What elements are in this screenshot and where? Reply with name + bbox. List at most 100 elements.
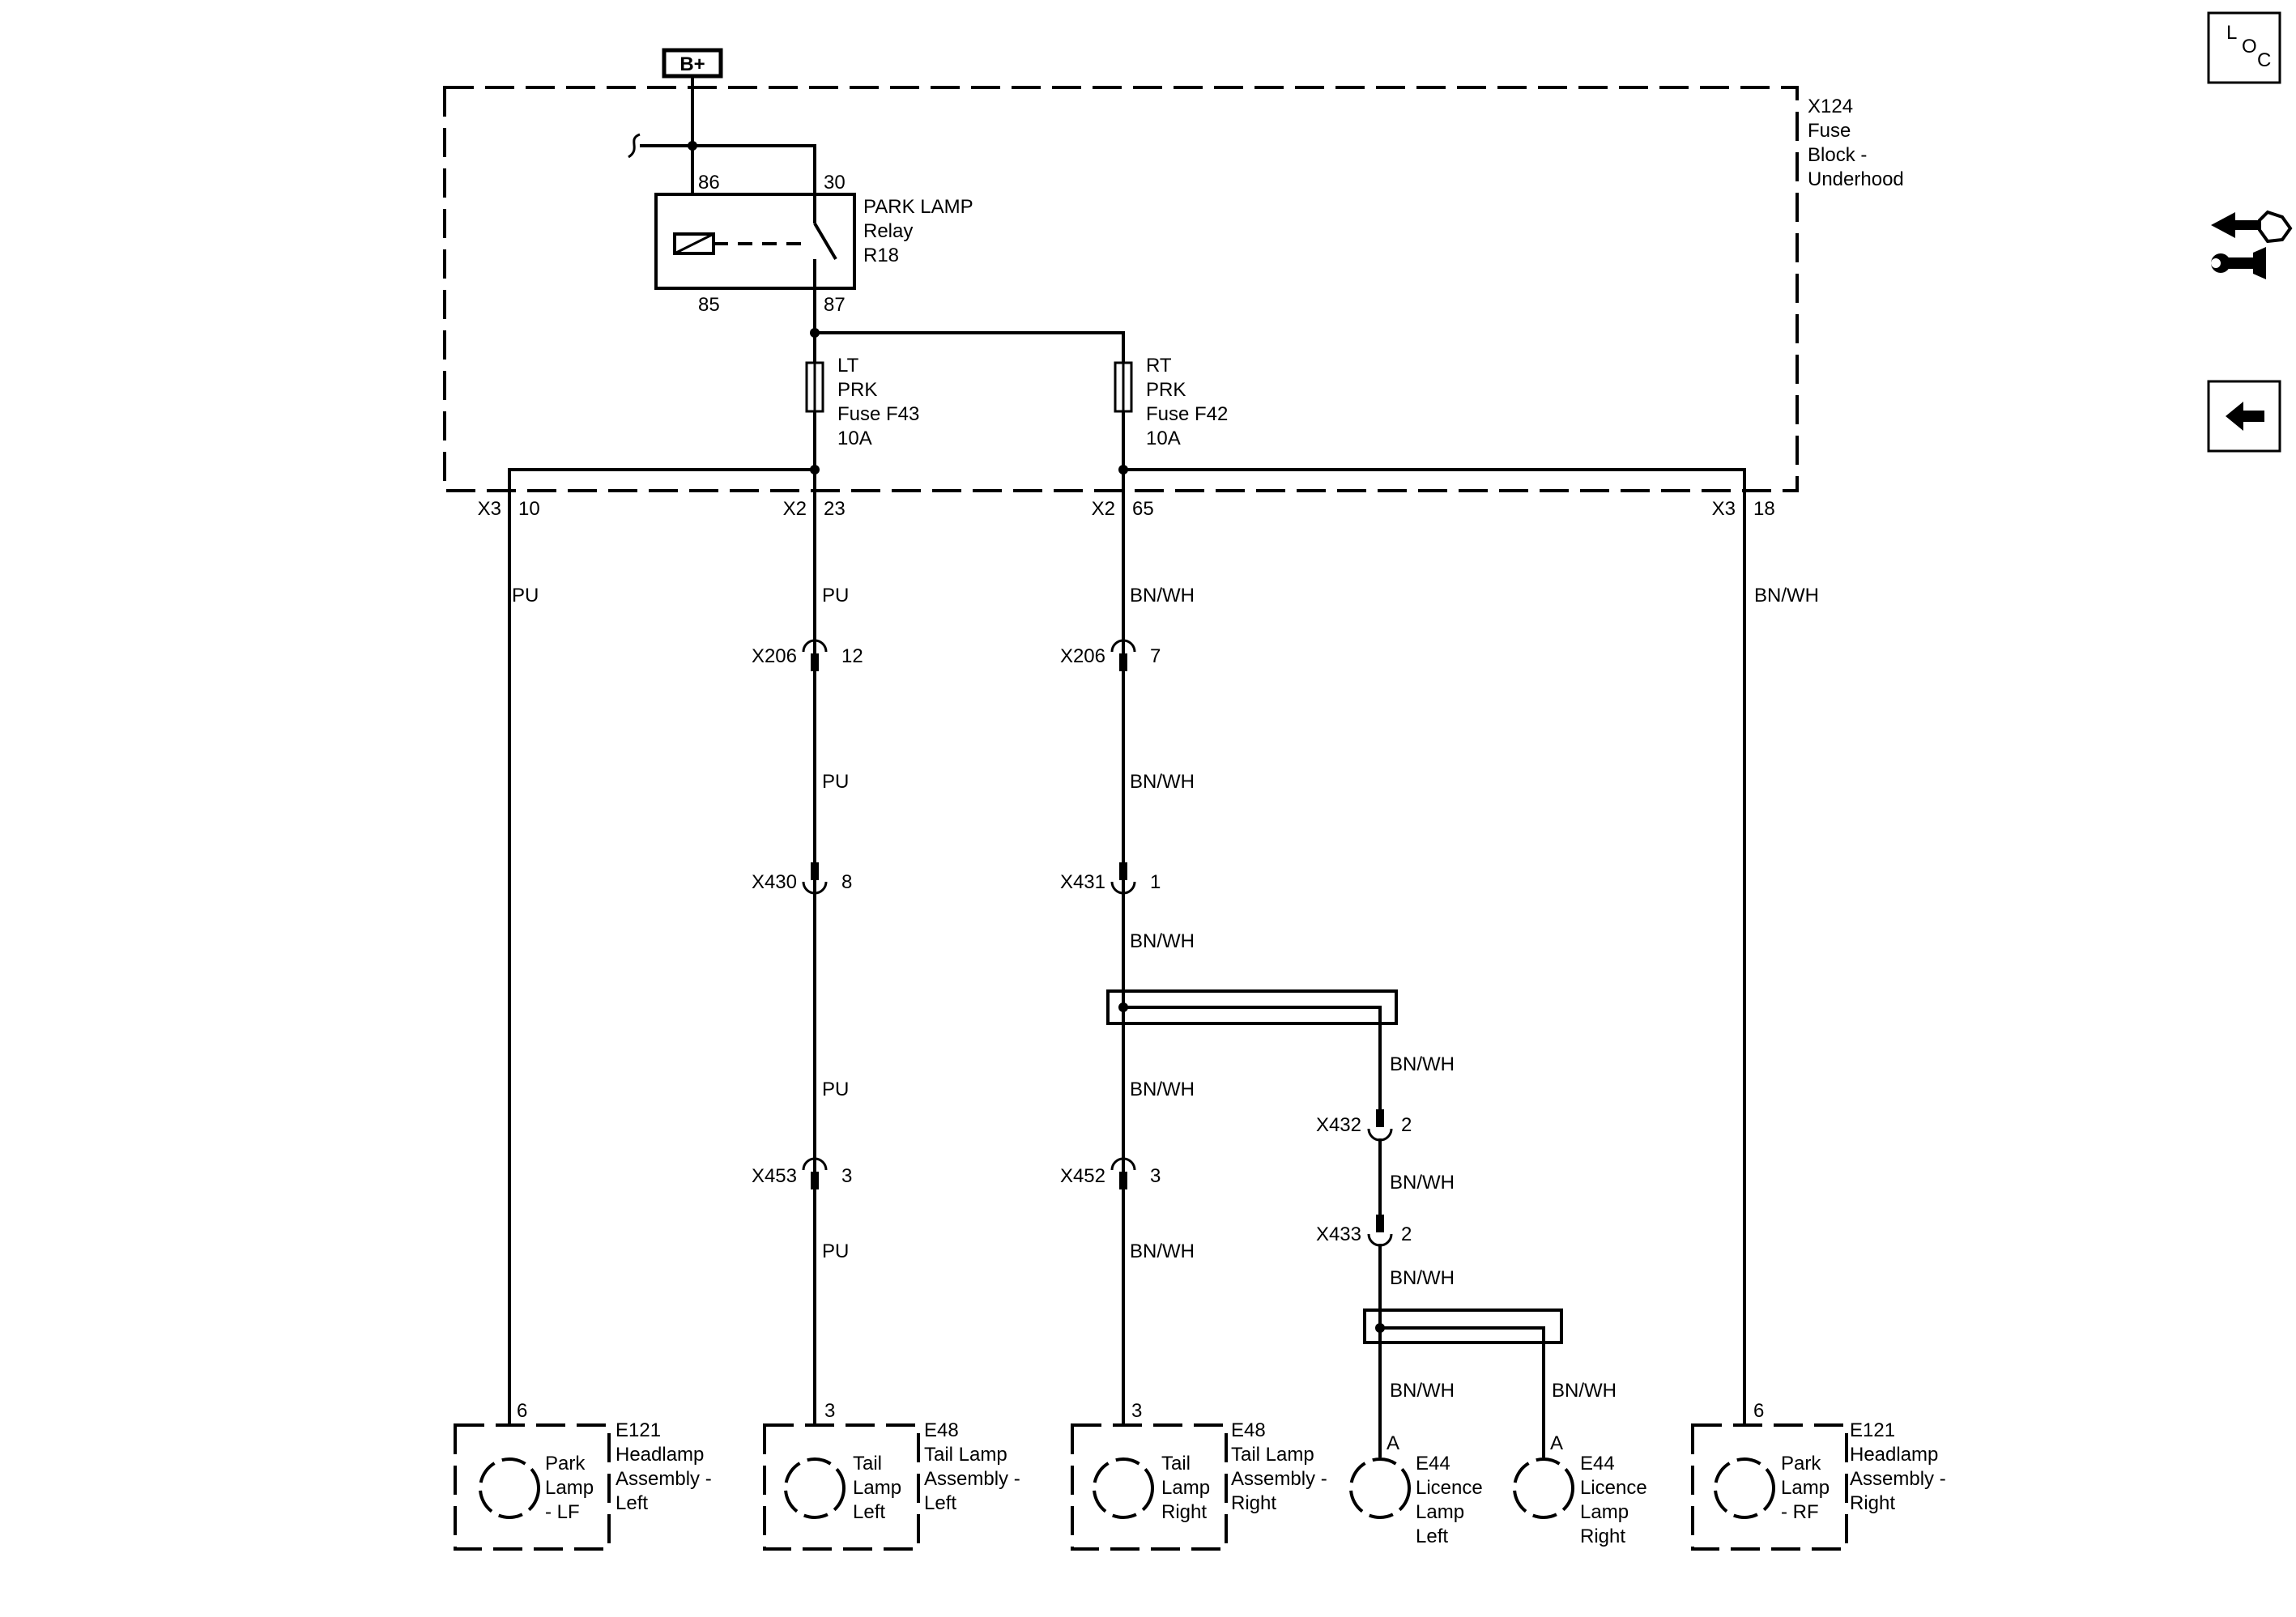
component-label-line: Right bbox=[1850, 1492, 1895, 1514]
relay-label-line: R18 bbox=[863, 245, 899, 266]
component-label-line: Assembly - bbox=[924, 1468, 1020, 1490]
wire-color-label: BN/WH bbox=[1130, 1079, 1195, 1100]
splice-pack-upper bbox=[1106, 989, 1398, 1025]
relay-pin-label: 85 bbox=[698, 294, 720, 316]
splice-pack-lower bbox=[1363, 1308, 1563, 1344]
component-pin: 3 bbox=[824, 1400, 835, 1422]
component-e121-left: 6 Park Lamp - LF E121 Headlamp Assembly … bbox=[454, 1400, 712, 1551]
inline-connector-pin: 2 bbox=[1401, 1223, 1412, 1245]
splice-dot bbox=[810, 328, 820, 338]
circuit-e121-right-wire bbox=[1123, 468, 1746, 1425]
component-e121-right: 6 Park Lamp - RF E121 Headlamp Assembly … bbox=[1691, 1400, 1946, 1551]
component-e48-right: 3 Tail Lamp Right E48 Tail Lamp Assembly… bbox=[1071, 1400, 1327, 1551]
inline-connector-pin: 1 bbox=[1150, 871, 1161, 893]
component-label-line: Headlamp bbox=[1850, 1444, 1938, 1466]
lamp-label-line: Tail bbox=[853, 1453, 882, 1474]
wire-color-label: BN/WH bbox=[1552, 1380, 1617, 1402]
component-label-line: Tail Lamp bbox=[924, 1444, 1007, 1466]
park-lamp-relay bbox=[654, 193, 856, 290]
lamp-label-line: Lamp bbox=[1781, 1477, 1830, 1499]
wire-color-label: BN/WH bbox=[1390, 1380, 1455, 1402]
lamp-label-line: Right bbox=[1161, 1501, 1207, 1523]
inline-connector-x206: X206 12 bbox=[752, 639, 863, 671]
inline-connector-name: X206 bbox=[1060, 645, 1105, 667]
connector-view-button[interactable] bbox=[2211, 210, 2293, 279]
connector-label: X3 bbox=[1712, 498, 1736, 520]
component-label-line: E121 bbox=[1850, 1419, 1895, 1441]
lamp-label-line: Park bbox=[1781, 1453, 1821, 1474]
component-e44-left: A E44 Licence Lamp Left bbox=[1349, 1432, 1483, 1547]
loc-button[interactable]: L O C bbox=[2207, 11, 2281, 84]
component-label-line: Licence bbox=[1580, 1477, 1647, 1499]
wire-color-label: BN/WH bbox=[1390, 1053, 1455, 1075]
component-label-line: Right bbox=[1231, 1492, 1276, 1514]
connector-pin: 23 bbox=[824, 498, 846, 520]
lamp-label-line: - LF bbox=[545, 1501, 580, 1523]
relay-pin-label: 87 bbox=[824, 294, 846, 316]
component-label-line: Headlamp bbox=[616, 1444, 704, 1466]
inline-connector-x452: X452 3 bbox=[1060, 1157, 1161, 1189]
relay-pin-label: 30 bbox=[824, 172, 846, 194]
component-label-line: Lamp bbox=[1416, 1501, 1464, 1523]
lamp-label-line: Lamp bbox=[853, 1477, 901, 1499]
component-label-line: E44 bbox=[1416, 1453, 1450, 1474]
lamp-bulb-icon bbox=[1093, 1457, 1154, 1519]
inline-connector-x430: X430 8 bbox=[752, 862, 852, 895]
inline-connector-x453: X453 3 bbox=[752, 1157, 852, 1189]
lamp-bulb-icon bbox=[784, 1457, 846, 1519]
licence-right-wire bbox=[1380, 1326, 1545, 1457]
component-label-line: E48 bbox=[924, 1419, 959, 1441]
component-label-line: E121 bbox=[616, 1419, 661, 1441]
wire-color-label: PU bbox=[822, 1240, 849, 1262]
component-pin: 6 bbox=[517, 1400, 527, 1422]
splice-dot bbox=[688, 141, 697, 151]
component-pin: 3 bbox=[1131, 1400, 1142, 1422]
component-e44-right: A E44 Licence Lamp Right bbox=[1513, 1432, 1647, 1547]
wire-color-label: BN/WH bbox=[1130, 930, 1195, 952]
relay-coil-diagonal bbox=[674, 232, 714, 255]
wire-color-label: PU bbox=[822, 585, 849, 606]
inline-connector-name: X433 bbox=[1316, 1223, 1361, 1245]
inline-connector-name: X430 bbox=[752, 871, 797, 893]
wire-color-label: BN/WH bbox=[1754, 585, 1819, 606]
wire-color-label: PU bbox=[512, 585, 539, 606]
connector-label: X3 bbox=[478, 498, 501, 520]
lamp-label-line: Left bbox=[853, 1501, 885, 1523]
lamp-label-line: - RF bbox=[1781, 1501, 1819, 1523]
component-label-line: Tail Lamp bbox=[1231, 1444, 1314, 1466]
connector-pin: 10 bbox=[518, 498, 540, 520]
lamp-label-line: Lamp bbox=[545, 1477, 594, 1499]
lamp-label-line: Lamp bbox=[1161, 1477, 1210, 1499]
lamp-bulb-icon bbox=[1714, 1457, 1775, 1519]
inline-connector-name: X432 bbox=[1316, 1114, 1361, 1136]
wire-color-label: PU bbox=[822, 771, 849, 793]
wire-continuation-icon bbox=[628, 133, 641, 159]
component-e48-left: 3 Tail Lamp Left E48 Tail Lamp Assembly … bbox=[763, 1400, 1020, 1551]
component-label-line: Assembly - bbox=[1850, 1468, 1946, 1490]
inline-connector-x433: X433 2 bbox=[1316, 1215, 1412, 1247]
connector-label: X2 bbox=[1092, 498, 1115, 520]
wire-color-label: PU bbox=[822, 1079, 849, 1100]
connector-pin: 18 bbox=[1753, 498, 1775, 520]
back-button[interactable] bbox=[2207, 380, 2281, 453]
inline-connector-name: X206 bbox=[752, 645, 797, 667]
component-pin: A bbox=[1387, 1432, 1399, 1454]
lamp-label-line: Park bbox=[545, 1453, 586, 1474]
splice-dot bbox=[1118, 1002, 1128, 1012]
component-label-line: Left bbox=[924, 1492, 956, 1514]
wire-color-label: BN/WH bbox=[1130, 585, 1195, 606]
power-source-label: B+ bbox=[679, 53, 705, 75]
component-label-line: Licence bbox=[1416, 1477, 1483, 1499]
fuse-block-label-line: Block - bbox=[1808, 144, 1867, 166]
loc-letter: C bbox=[2257, 49, 2271, 71]
relay-label-line: Relay bbox=[863, 220, 913, 242]
fuse-label-line: LT bbox=[837, 355, 859, 377]
connector-pin: 65 bbox=[1132, 498, 1154, 520]
lamp-bulb-icon bbox=[479, 1457, 540, 1519]
inline-connector-pin: 7 bbox=[1150, 645, 1161, 667]
circuit-e121-left-wire bbox=[508, 468, 815, 1425]
fuse-label-line: 10A bbox=[1146, 428, 1181, 449]
lamp-bulb-icon bbox=[1349, 1457, 1411, 1519]
licence-branch-wire bbox=[1123, 1006, 1382, 1109]
